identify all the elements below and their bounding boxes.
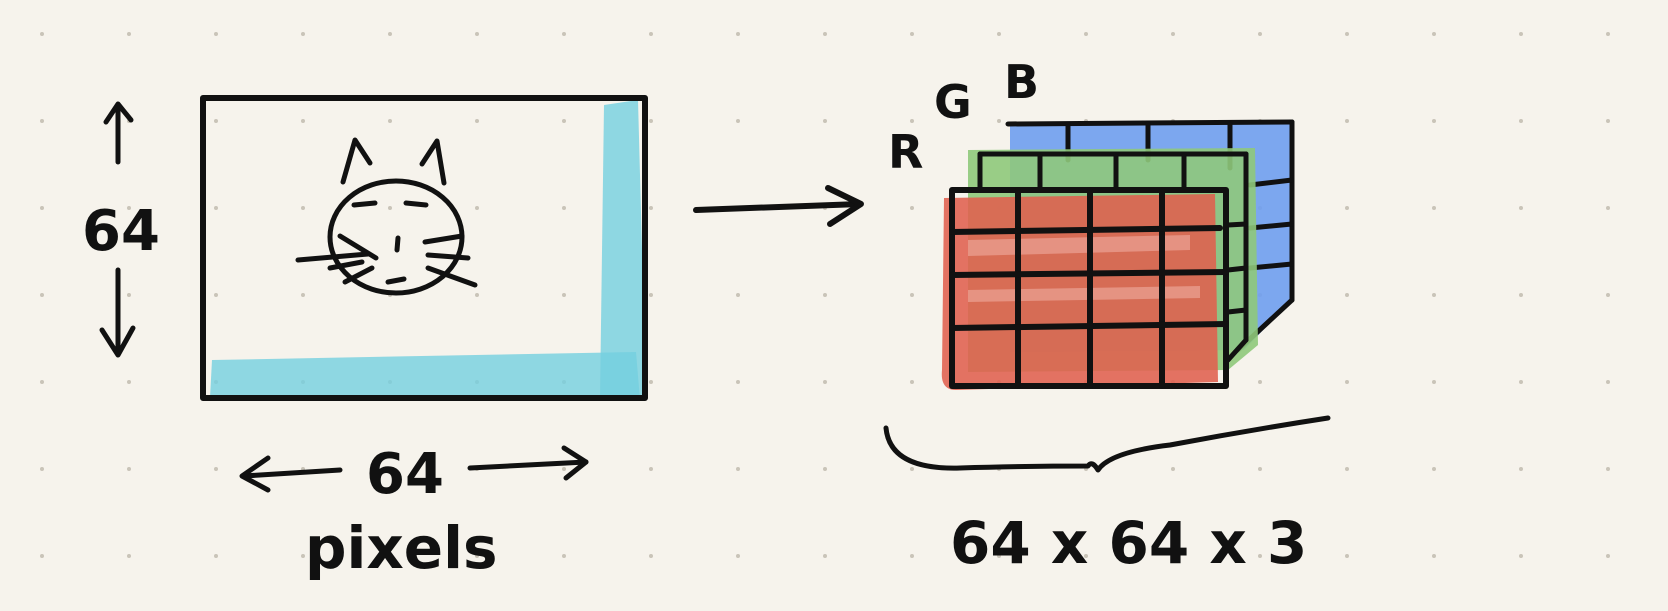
image-frame <box>200 95 648 401</box>
blue-channel-label: B <box>1004 55 1039 109</box>
dimensions-label: 64 x 64 x 3 <box>950 509 1307 577</box>
green-channel-label: G <box>934 75 972 129</box>
width-arrow-right-icon <box>467 445 589 481</box>
red-channel-label: R <box>888 125 923 179</box>
width-label: 64 <box>366 442 444 507</box>
height-arrow-up-icon <box>103 101 134 165</box>
width-arrow-left-icon <box>239 455 343 493</box>
height-arrow-down-icon <box>99 267 136 358</box>
image-border-highlight-right <box>600 100 646 400</box>
image-rectangle <box>200 95 648 401</box>
right-arrow-icon <box>693 185 864 227</box>
red-channel-highlights <box>968 235 1200 302</box>
pixels-caption: pixels <box>305 514 498 582</box>
curly-brace <box>883 415 1331 473</box>
image-border-highlight-bottom <box>210 352 640 400</box>
cat-icon <box>295 137 478 296</box>
height-label: 64 <box>82 199 160 264</box>
red-channel <box>941 187 1229 390</box>
